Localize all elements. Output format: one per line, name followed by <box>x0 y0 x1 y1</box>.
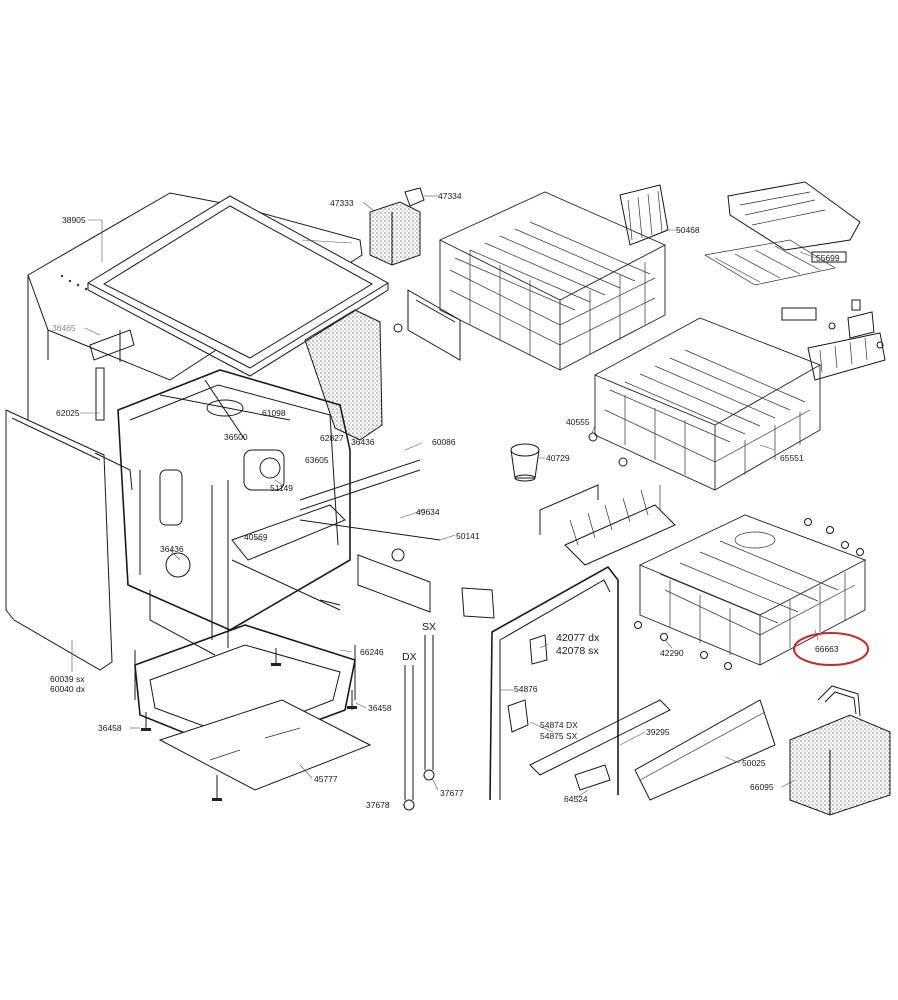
label-37677: 37677 <box>440 788 464 798</box>
rack-wheels <box>588 432 628 467</box>
label-60040: 60040 dx <box>50 684 86 694</box>
insulation-panel <box>304 309 383 441</box>
label-51149: 51149 <box>270 483 293 493</box>
door-gasket <box>489 565 619 801</box>
label-39295: 39295 <box>646 727 670 737</box>
label-38905: 38905 <box>62 215 86 225</box>
inner-tub <box>117 369 441 656</box>
bottom-rails <box>529 699 776 801</box>
label-36465: 36465 <box>52 323 76 333</box>
label-37678: 37678 <box>366 800 390 810</box>
label-42078: 42078 sx <box>556 645 599 657</box>
label-62827: 62827 <box>320 433 344 443</box>
label-66095: 66095 <box>750 782 774 792</box>
bottom-plate <box>158 699 372 791</box>
label-66246: 66246 <box>360 647 384 657</box>
label-49634: 49634 <box>416 507 440 517</box>
label-40555: 40555 <box>566 417 590 427</box>
label-60039: 60039 sx <box>50 674 85 684</box>
label-36436-lower: 36436 <box>160 544 184 554</box>
label-40729: 40729 <box>546 453 570 463</box>
upper-basket-rack <box>438 191 667 371</box>
label-50141: 50141 <box>456 531 480 541</box>
base-frame <box>134 624 356 753</box>
label-47333: 47333 <box>330 198 354 208</box>
label-36500: 36500 <box>224 432 248 442</box>
side-panel <box>5 409 133 671</box>
hoses <box>403 635 435 811</box>
part-labels: 38905 36465 62025 60039 sx 60040 dx 3645… <box>50 191 840 810</box>
worktop-panel <box>86 195 389 377</box>
label-62025: 62025 <box>56 408 80 418</box>
label-63605: 63605 <box>305 455 329 465</box>
label-66663: 66663 <box>815 644 839 654</box>
label-54876: 54876 <box>514 684 538 694</box>
rail-clips-right <box>781 299 886 381</box>
label-36458-right: 36458 <box>368 703 392 713</box>
lower-rack-66663 <box>638 514 867 666</box>
rack-rail-left <box>393 289 461 361</box>
cutlery-basket <box>789 685 891 816</box>
label-54875: 54875 SX <box>540 731 578 741</box>
leader-lines <box>71 195 819 806</box>
label-55699: 55699 <box>816 253 840 263</box>
kickplate <box>357 548 495 619</box>
label-65551: 65551 <box>780 453 804 463</box>
tray-55699 <box>704 181 861 286</box>
filter-cup-40729 <box>510 443 540 482</box>
label-36436-upper: 36436 <box>351 437 375 447</box>
label-50468: 50468 <box>676 225 700 235</box>
label-64524: 64524 <box>564 794 588 804</box>
label-47334: 47334 <box>438 191 462 201</box>
label-45777: 45777 <box>314 774 338 784</box>
label-54874: 54874 DX <box>540 720 578 730</box>
label-61098: 61098 <box>262 408 286 418</box>
label-sx: SX <box>422 621 436 633</box>
small-basket-47333 <box>369 187 425 266</box>
feet-screws <box>141 648 357 801</box>
gasket-clips <box>507 634 548 733</box>
label-42077: 42077 dx <box>556 632 600 644</box>
label-42290: 42290 <box>660 648 684 658</box>
label-40569: 40569 <box>244 532 268 542</box>
label-60086: 60086 <box>432 437 456 447</box>
label-dx: DX <box>402 651 417 663</box>
lower-rack-wheels <box>634 518 864 670</box>
label-50025: 50025 <box>742 758 766 768</box>
highlight-circle-66663 <box>793 632 869 666</box>
hinge-parts <box>89 329 135 421</box>
middle-rack <box>593 317 822 491</box>
label-36458-left: 36458 <box>98 723 122 733</box>
wire-inserts <box>539 484 676 566</box>
